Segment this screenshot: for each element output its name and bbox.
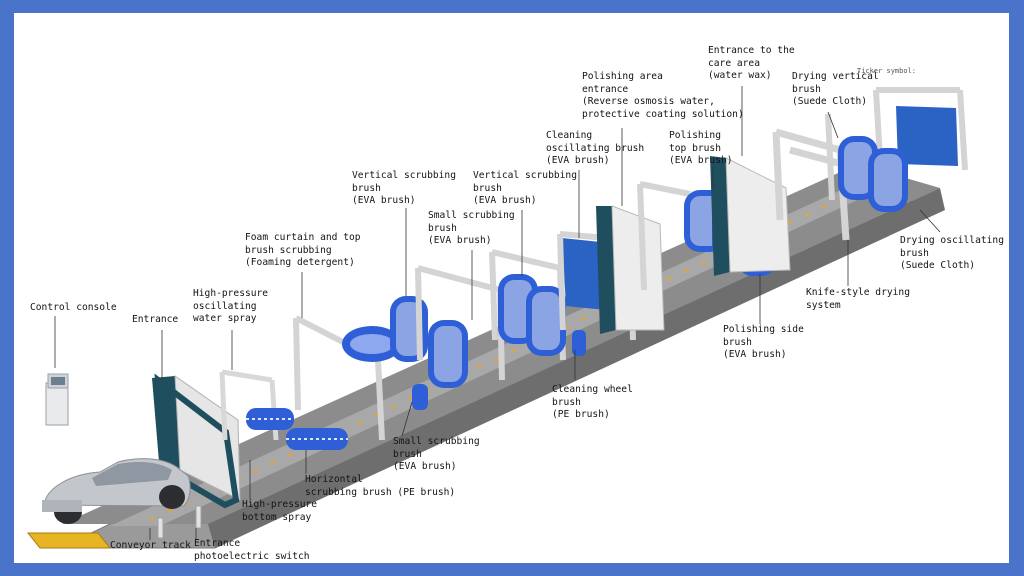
label-polishing-entrance: Polishing area entrance (Reverse osmosis… bbox=[582, 71, 744, 120]
top-brush bbox=[342, 326, 402, 362]
label-small-scrubbing-top: Small scrubbing brush (EVA brush) bbox=[428, 210, 515, 247]
entrance-arch bbox=[152, 373, 241, 509]
label-horizontal-scrubbing: Horizontal scrubbing brush (PE brush) bbox=[305, 474, 456, 498]
label-ticker: Ticker symbol: bbox=[857, 67, 917, 75]
label-vertical-scrubbing-2: Vertical scrubbing brush (EVA brush) bbox=[473, 170, 577, 207]
label-entrance: Entrance bbox=[132, 314, 179, 325]
label-vertical-scrubbing-1: Vertical scrubbing brush (EVA brush) bbox=[352, 170, 456, 207]
label-drying-oscillating: Drying oscillating brush (Suede Cloth) bbox=[900, 235, 1004, 272]
car bbox=[42, 458, 191, 524]
drying-vertical-brush-2 bbox=[868, 148, 908, 212]
label-drying-vertical: Drying vertical brush (Suede Cloth) bbox=[792, 71, 879, 108]
vertical-brush-2 bbox=[428, 320, 468, 388]
vertical-brush-4 bbox=[526, 286, 566, 356]
photoelectric-switch bbox=[157, 505, 202, 539]
label-small-scrubbing-bottom: Small scrubbing brush (EVA brush) bbox=[393, 436, 480, 473]
label-cleaning-wheel: Cleaning wheel brush (PE brush) bbox=[552, 384, 633, 421]
label-cleaning-oscillating: Cleaning oscillating brush (EVA brush) bbox=[546, 130, 645, 167]
label-foam-curtain: Foam curtain and top brush scrubbing (Fo… bbox=[245, 232, 361, 269]
leader-lines bbox=[54, 86, 941, 540]
track-marks bbox=[149, 175, 891, 521]
label-knife-drying: Knife-style drying system bbox=[806, 287, 910, 311]
label-control-console: Control console bbox=[30, 302, 117, 313]
label-care-entrance: Entrance to the care area (water wax) bbox=[708, 45, 795, 82]
entrance-plate bbox=[26, 532, 112, 549]
label-polishing-side: Polishing side brush (EVA brush) bbox=[723, 324, 804, 361]
label-conveyor-track: Conveyor track bbox=[110, 540, 191, 551]
wheel-brush bbox=[572, 330, 586, 356]
label-hp-oscillating-spray: High-pressure oscillating water spray bbox=[193, 288, 269, 325]
label-hp-bottom-spray: High-pressure bottom spray bbox=[242, 499, 318, 523]
horizontal-brush-1 bbox=[246, 408, 294, 430]
track-side bbox=[208, 188, 945, 548]
drying-frame bbox=[825, 87, 968, 201]
polishing-frame bbox=[637, 181, 691, 291]
label-photoelectric-switch: Entrance photoelectric switch bbox=[194, 538, 310, 562]
drying-curtain bbox=[896, 106, 958, 166]
small-brush-bottom bbox=[412, 384, 428, 410]
horizontal-brush-2 bbox=[286, 428, 348, 450]
polishing-arch bbox=[596, 205, 665, 334]
care-arch bbox=[710, 156, 791, 276]
control-console bbox=[45, 373, 69, 426]
label-polishing-top: Polishing top brush (EVA brush) bbox=[669, 130, 733, 167]
